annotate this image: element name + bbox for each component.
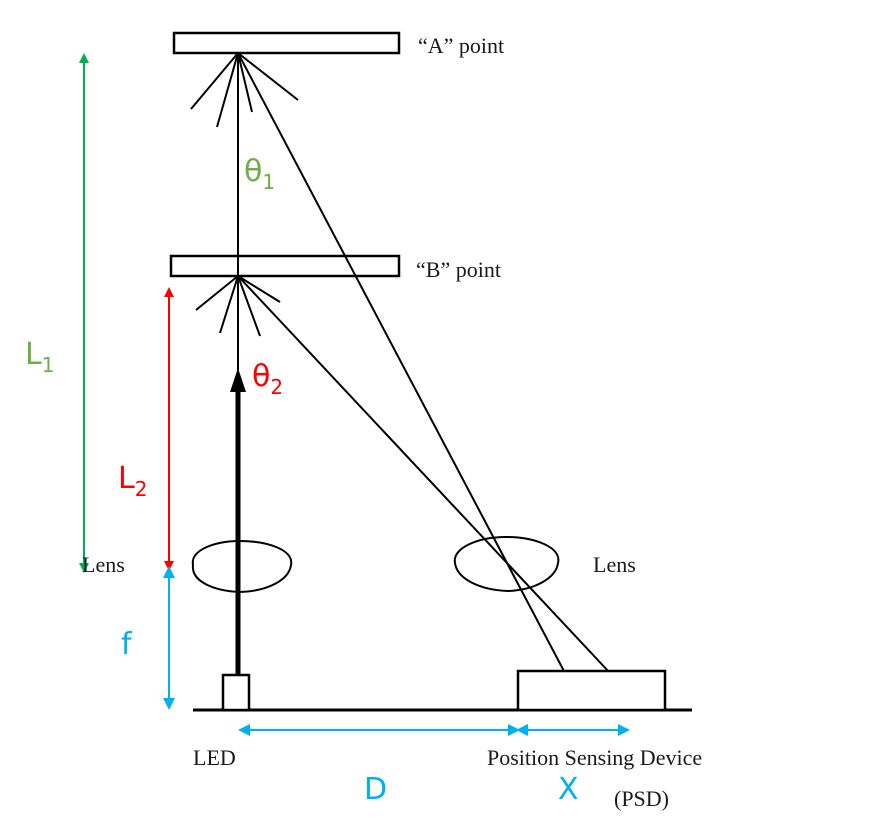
label-theta2: θ2 [252,359,283,399]
target-b-plate [169,254,401,278]
label-x: X [558,772,579,807]
led-box [221,673,251,712]
reflected-ray-a [237,52,566,674]
lens-left-shape [191,539,293,594]
scatter-rays-a [190,52,299,128]
label-d: D [364,772,387,807]
label-led: LED [193,745,236,770]
label-l1: L1 [25,337,54,377]
led-beam-arrowhead [230,368,246,392]
label-lens-right: Lens [593,552,636,577]
label-psd-line2: (PSD) [614,786,669,811]
label-psd-line1: Position Sensing Device [487,745,702,770]
label-f: f [121,627,133,662]
psd-box [516,669,667,712]
scatter-rays-b [195,275,281,337]
reflected-ray-b [237,275,611,674]
target-a-plate [172,31,401,55]
label-theta1: θ1 [244,154,275,194]
lens-right-shape [453,535,560,593]
label-point-b: “B” point [416,257,501,282]
label-point-a: “A” point [418,33,504,58]
label-l2: L2 [118,461,147,501]
label-lens-left: Lens [82,552,125,577]
